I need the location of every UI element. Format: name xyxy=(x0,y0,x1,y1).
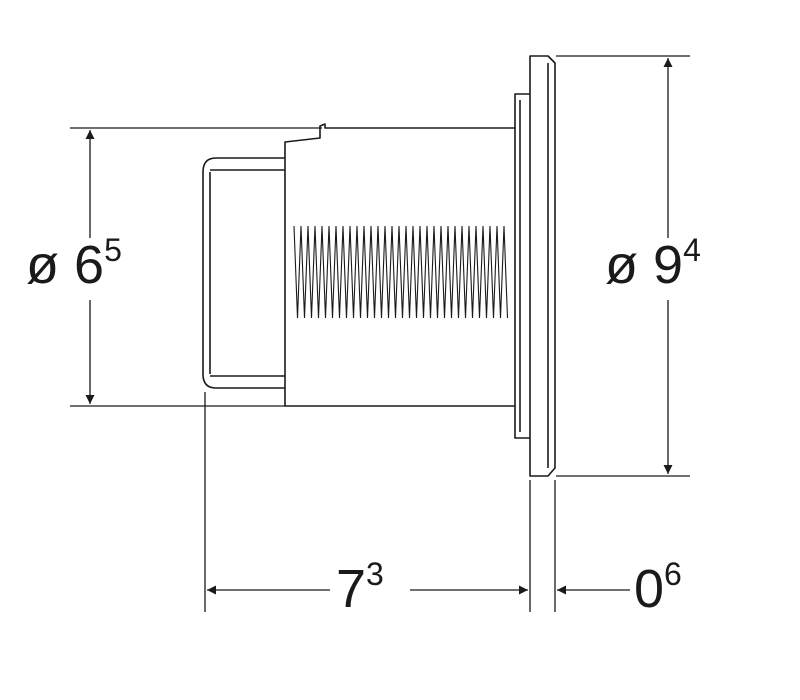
depth-plate-value: 0 xyxy=(634,559,665,619)
push-button-outline xyxy=(202,157,285,389)
flange-plate-step xyxy=(514,93,530,439)
depth-body-sup: 3 xyxy=(366,556,384,592)
diameter-inner-sup: 5 xyxy=(104,232,122,268)
main-body-outline xyxy=(284,123,515,407)
flange-plate-outline xyxy=(529,55,556,477)
diameter-inner-value: 6 xyxy=(74,235,105,295)
depth-body-label: 73 xyxy=(330,558,390,619)
thread-zigzag xyxy=(293,225,509,319)
depth-plate-sup: 6 xyxy=(664,556,682,592)
diameter-outer-symbol: ø xyxy=(605,235,638,295)
diameter-outer-sup: 4 xyxy=(683,232,701,268)
diameter-outer-label: ø 94 xyxy=(603,234,703,295)
depth-plate-label: 06 xyxy=(632,558,684,619)
diameter-outer-value: 9 xyxy=(653,235,684,295)
diameter-inner-label: ø 65 xyxy=(24,234,124,295)
diameter-inner-symbol: ø xyxy=(26,235,59,295)
depth-body-value: 7 xyxy=(336,559,367,619)
